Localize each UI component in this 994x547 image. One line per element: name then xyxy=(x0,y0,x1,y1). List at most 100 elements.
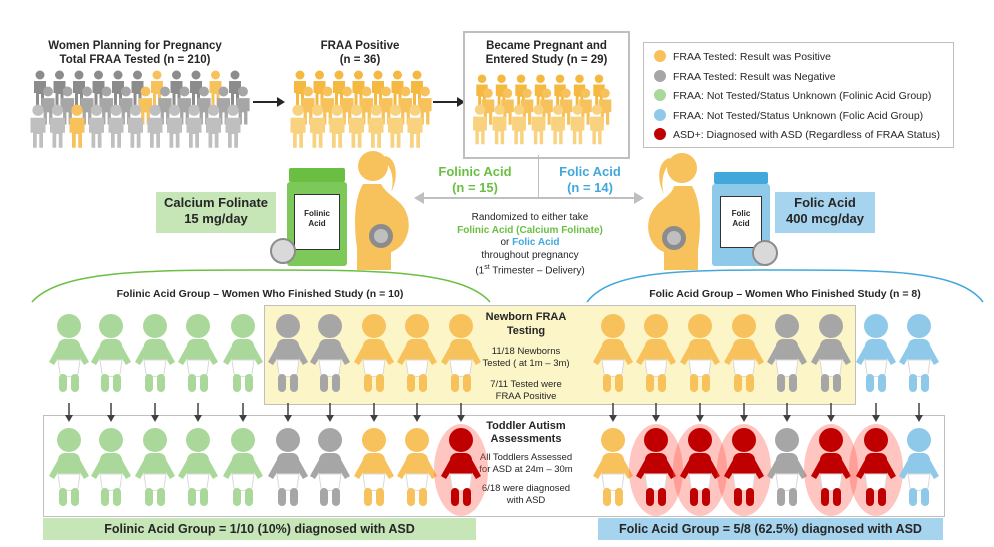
arrow-down-icon xyxy=(370,403,378,422)
person-icon xyxy=(128,104,143,148)
toddler-line1: All Toddlers Assessed xyxy=(479,452,573,463)
toddler-line4: with ASD xyxy=(506,494,546,506)
baby-icon xyxy=(441,314,481,392)
baby-icon xyxy=(629,424,683,516)
arrow-down-icon xyxy=(609,403,617,422)
folinic-bottle-icon: Folinic Acid xyxy=(287,168,347,266)
toddler-line2: for ASD at 24m – 30m xyxy=(479,463,573,475)
bottle-left-line1: Folinic xyxy=(304,209,330,218)
baby-icon xyxy=(223,314,263,392)
folic-result-text: Folic Acid Group = 5/8 (62.5%) diagnosed… xyxy=(619,522,922,536)
baby-icon xyxy=(717,424,771,516)
baby-icon xyxy=(899,428,939,506)
enrolled-box: Became Pregnant and Entered Study (n = 2… xyxy=(463,31,630,159)
toddler-line3: 6/18 were diagnosed xyxy=(481,483,571,494)
baby-icon xyxy=(135,314,175,392)
toddler-assessment-text: Toddler Autism Assessments All Toddlers … xyxy=(468,420,584,506)
pregnant-woman-icon xyxy=(355,151,409,270)
arrow-down-icon xyxy=(413,403,421,422)
arrow-down-icon xyxy=(827,403,835,422)
baby-icon xyxy=(223,428,263,506)
newborn-title: Newborn FRAA Testing xyxy=(485,311,567,337)
baby-icon xyxy=(178,428,218,506)
legend-label: ASD+: Diagnosed with ASD (Regardless of … xyxy=(673,129,940,141)
baby-icon xyxy=(397,428,437,506)
folic-arm-title: Folic Acid xyxy=(559,164,621,179)
baby-icon xyxy=(354,314,394,392)
baby-icon xyxy=(310,314,350,392)
arrow-down-icon xyxy=(239,403,247,422)
person-icon xyxy=(290,104,306,148)
person-icon xyxy=(551,104,565,145)
person-icon xyxy=(89,104,104,148)
arrow-left-icon xyxy=(414,192,540,204)
baby-icon xyxy=(767,314,807,392)
toddler-babies xyxy=(49,424,939,516)
pill-icon xyxy=(752,240,778,266)
baby-icon xyxy=(724,314,764,392)
newborn-line3: 7/11 Tested were xyxy=(490,379,562,390)
person-icon xyxy=(492,104,507,145)
bottle-left-line2: Acid xyxy=(308,219,326,228)
legend-item: FRAA: Not Tested/Status Unknown (Folic A… xyxy=(654,108,923,124)
newborn-babies xyxy=(49,314,939,392)
legend-label: FRAA: Not Tested/Status Unknown (Folic A… xyxy=(673,109,924,122)
pregnant-woman-icon xyxy=(648,153,700,270)
arrow-right-icon xyxy=(433,97,465,107)
folic-bracket xyxy=(586,269,984,303)
arrow-right-icon xyxy=(538,192,644,204)
person-icon xyxy=(50,104,65,148)
folinic-result-text: Folinic Acid Group = 1/10 (10%) diagnose… xyxy=(104,522,415,536)
legend-swatch xyxy=(654,50,666,62)
baby-icon xyxy=(673,424,727,516)
person-icon xyxy=(225,104,241,148)
step2-title: FRAA Positive (n = 36) xyxy=(290,39,430,67)
arrow-down-icon xyxy=(457,403,465,422)
calcium-line2: 15 mg/day xyxy=(184,211,248,226)
baby-icon xyxy=(135,428,175,506)
arrow-down-icon xyxy=(783,403,791,422)
calcium-folinate-box: Calcium Folinate 15 mg/day xyxy=(156,192,276,233)
baby-icon xyxy=(268,428,308,506)
person-icon xyxy=(30,104,46,148)
legend-swatch xyxy=(654,89,666,101)
person-icon xyxy=(407,104,423,148)
baby-icon xyxy=(899,314,939,392)
legend-item: ASD+: Diagnosed with ASD (Regardless of … xyxy=(654,127,940,143)
baby-icon xyxy=(593,428,633,506)
down-arrows xyxy=(65,403,923,422)
arrow-down-icon xyxy=(107,403,115,422)
legend-label: FRAA: Not Tested/Status Unknown (Folinic… xyxy=(673,90,932,102)
crowd-enrolled xyxy=(473,74,612,145)
baby-icon xyxy=(397,314,437,392)
folinic-bracket xyxy=(31,269,491,303)
person-icon xyxy=(349,104,364,148)
baby-icon xyxy=(811,314,851,392)
person-icon xyxy=(206,104,221,148)
arrow-down-icon xyxy=(740,403,748,422)
folinic-finished-label: Folinic Acid Group – Women Who Finished … xyxy=(80,288,440,300)
randomized-text: Randomized to either take Folinic Acid (… xyxy=(430,212,630,278)
person-icon xyxy=(590,104,604,145)
arrow-down-icon xyxy=(284,403,292,422)
step1-title: Women Planning for Pregnancy Total FRAA … xyxy=(30,39,240,67)
baby-icon xyxy=(310,428,350,506)
randomized-line5: (1st Trimester – Delivery) xyxy=(475,264,585,277)
newborn-testing-text: Newborn FRAA Testing 11/18 Newborns Test… xyxy=(468,310,584,402)
person-icon xyxy=(186,104,202,148)
newborn-line4: FRAA Positive xyxy=(495,390,557,402)
folic-arm-n: (n = 14) xyxy=(567,180,613,195)
arrow-down-icon xyxy=(696,403,704,422)
arrow-down-icon xyxy=(326,403,334,422)
randomized-line4: throughout pregnancy xyxy=(481,249,579,261)
crowd-all-women xyxy=(30,70,250,148)
newborn-line2: Tested ( at 1m – 3m) xyxy=(482,357,570,369)
person-icon xyxy=(147,104,163,148)
baby-icon xyxy=(178,314,218,392)
split-connector xyxy=(538,155,539,197)
person-icon xyxy=(388,104,403,148)
folic-dose-line2: 400 mcg/day xyxy=(785,211,865,226)
toddler-title1: Toddler Autism xyxy=(486,420,566,432)
legend-swatch xyxy=(654,108,666,121)
